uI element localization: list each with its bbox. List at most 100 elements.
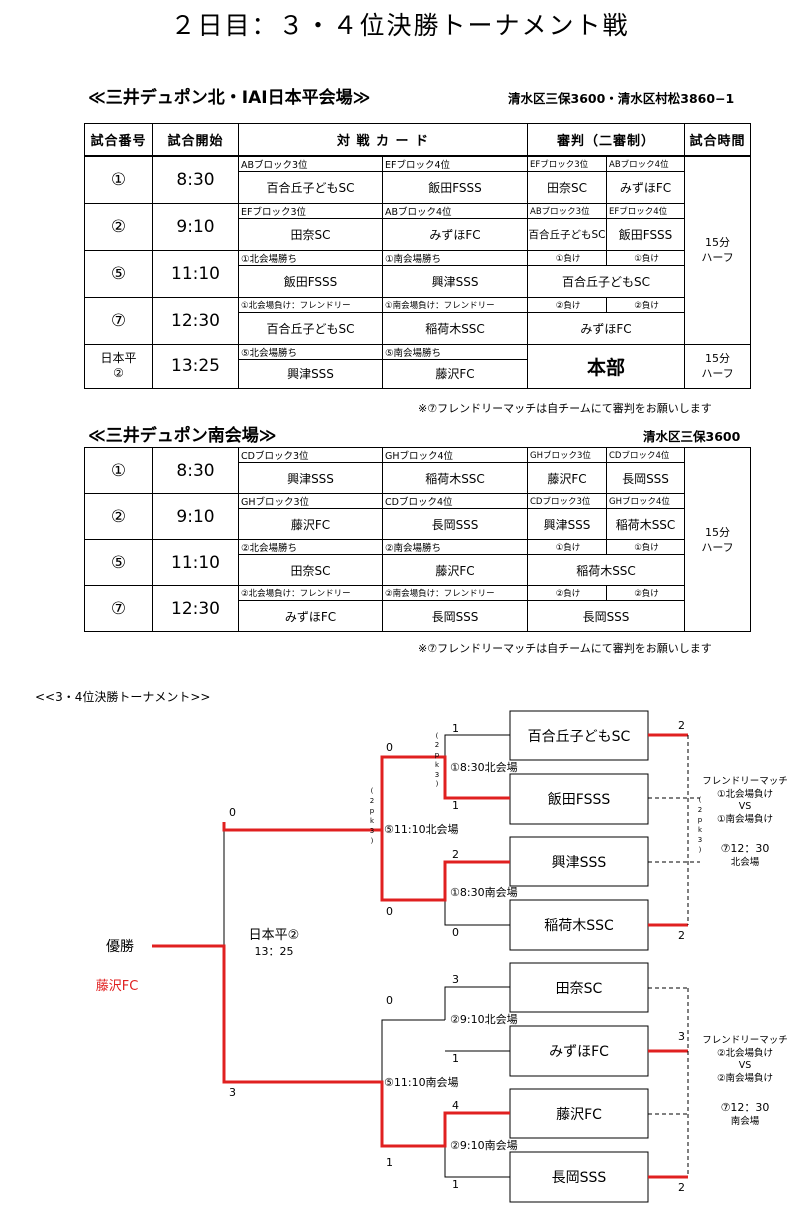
bracket-line (444, 986, 510, 1020)
team-name: 興津SSS (238, 358, 383, 389)
team-box (509, 899, 649, 951)
team-box (509, 962, 649, 1013)
team-name: 百合丘子どもSC (238, 170, 383, 204)
team-name: 長岡SSS (382, 508, 528, 540)
slot-label: ①南会場勝ち (381, 249, 529, 266)
venue2-title: ≪三井デュポン南会場≫ (88, 426, 277, 446)
referee-hq: 本部 (527, 343, 686, 389)
match-time: 13:25 (152, 343, 239, 389)
friendly-text: ⑦12：30 (721, 1101, 770, 1114)
friendly-links (648, 735, 700, 1177)
referee-label: ②負け (527, 585, 607, 601)
champion-label: 優勝 (106, 939, 134, 955)
pk-char: 2 (435, 741, 439, 749)
venue2-address: 清水区三保3600 (643, 429, 741, 444)
friendly-text: ①北会場負け (717, 788, 773, 800)
score: 3 (229, 1086, 236, 1099)
team-name: 興津SSS (238, 462, 383, 494)
slot-label: CDブロック3位 (238, 447, 383, 463)
match-label: ①8:30北会場 (450, 761, 518, 774)
winner-line (380, 830, 510, 902)
referee-label: EFブロック4位 (606, 202, 686, 219)
pk-char: k (435, 761, 440, 769)
referee-label: ①負け (527, 539, 607, 555)
team-name: 飯田FSSS (381, 170, 529, 204)
score: 3 (452, 973, 459, 986)
score: 1 (386, 1156, 393, 1169)
referee-label: ②負け (606, 296, 686, 313)
team-name: 興津SSS (381, 264, 529, 298)
bracket-line (381, 1019, 445, 1082)
match-time: 8:30 (152, 155, 239, 204)
match-time: 11:10 (152, 249, 239, 298)
slot-label: ①南会場負け：フレンドリー (381, 296, 529, 313)
bracket-line (444, 1146, 510, 1178)
team-name: 田奈SC (556, 981, 603, 997)
match-time: 8:30 (152, 447, 239, 494)
slot-label: ②南会場負け：フレンドリー (382, 585, 528, 601)
score: 0 (229, 806, 236, 819)
match-no: ⑦ (84, 585, 153, 632)
pk-char: ) (699, 846, 702, 854)
score: 2 (678, 929, 685, 942)
friendly-desc-1: フレンドリーマッチ ①北会場負け VS ①南会場負け ⑦12：30 北会場 (702, 776, 788, 868)
team-names: 百合丘子どもSC 飯田FSSS 興津SSS 稲荷木SSC 田奈SC みずほFC … (528, 729, 631, 1186)
semi-scores: 0 0 0 1 (386, 741, 393, 1169)
winner-line (152, 944, 510, 1148)
pk-char: 2 (698, 806, 702, 814)
referee-label: GHブロック3位 (527, 447, 607, 463)
friendly-text: ⑦12：30 (721, 842, 770, 855)
team-name: 藤沢FC (381, 358, 529, 389)
winner-lines (152, 733, 688, 1179)
score: 2 (678, 1181, 685, 1194)
slot-label: ABブロック3位 (238, 155, 383, 172)
referee-label: ①負け (606, 539, 685, 555)
pk-char: p (370, 807, 375, 815)
referee-team: 藤沢FC (527, 462, 607, 494)
match-no: ② (84, 493, 153, 540)
pk-char: ( (699, 796, 702, 804)
referee-team: 興津SSS (527, 508, 607, 540)
pk-top: ( 2 p k 3 ) (435, 732, 440, 788)
score: 1 (452, 722, 459, 735)
pk-char: 3 (370, 827, 374, 835)
team-name: 稲荷木SSC (381, 311, 529, 345)
pk-char: ) (371, 837, 374, 845)
venue1-note: ※⑦フレンドリーマッチは自チームにて審判をお願いします (418, 402, 712, 415)
friendly-text: 南会場 (731, 1115, 760, 1127)
team-name: みずほFC (549, 1044, 609, 1060)
first-round-scores: 1 1 2 0 3 1 4 1 (452, 722, 459, 1191)
slot-label: EFブロック4位 (381, 155, 529, 172)
referee-team: 長岡SSS (527, 600, 685, 632)
score: 2 (678, 719, 685, 732)
team-box (509, 1088, 649, 1139)
team-box (509, 1025, 649, 1077)
team-name: 藤沢FC (382, 554, 528, 586)
referee-team: 百合丘子どもSC (527, 217, 608, 251)
pk-char: 2 (370, 797, 374, 805)
score: 2 (452, 848, 459, 861)
match-no: ⑤ (84, 249, 153, 298)
friendly-text: ②北会場負け (717, 1047, 773, 1059)
referee-team: 田奈SC (527, 170, 608, 204)
slot-label: ①北会場負け：フレンドリー (238, 296, 383, 313)
pk-char: 3 (435, 771, 439, 779)
team-name: 長岡SSS (552, 1170, 607, 1186)
team-name: 百合丘子どもSC (238, 311, 383, 345)
duration-cell: 15分 ハーフ (684, 155, 752, 345)
score: 4 (452, 1099, 459, 1112)
slot-label: CDブロック4位 (382, 493, 528, 509)
header-card: 対 戦 カ ー ド (237, 123, 529, 157)
friendly-text: フレンドリーマッチ (702, 776, 788, 787)
match-time: 11:10 (152, 539, 239, 586)
team-name: 藤沢FC (556, 1107, 602, 1123)
team-name: 百合丘子どもSC (528, 729, 631, 745)
slot-label: ②北会場勝ち (238, 539, 383, 555)
team-name: 田奈SC (238, 554, 383, 586)
referee-label: ①負け (527, 249, 608, 266)
friendly-text: VS (739, 801, 752, 812)
team-name: 田奈SC (238, 217, 383, 251)
pk-char: ( (371, 787, 374, 795)
team-box (509, 773, 649, 825)
score: 3 (678, 1030, 685, 1043)
